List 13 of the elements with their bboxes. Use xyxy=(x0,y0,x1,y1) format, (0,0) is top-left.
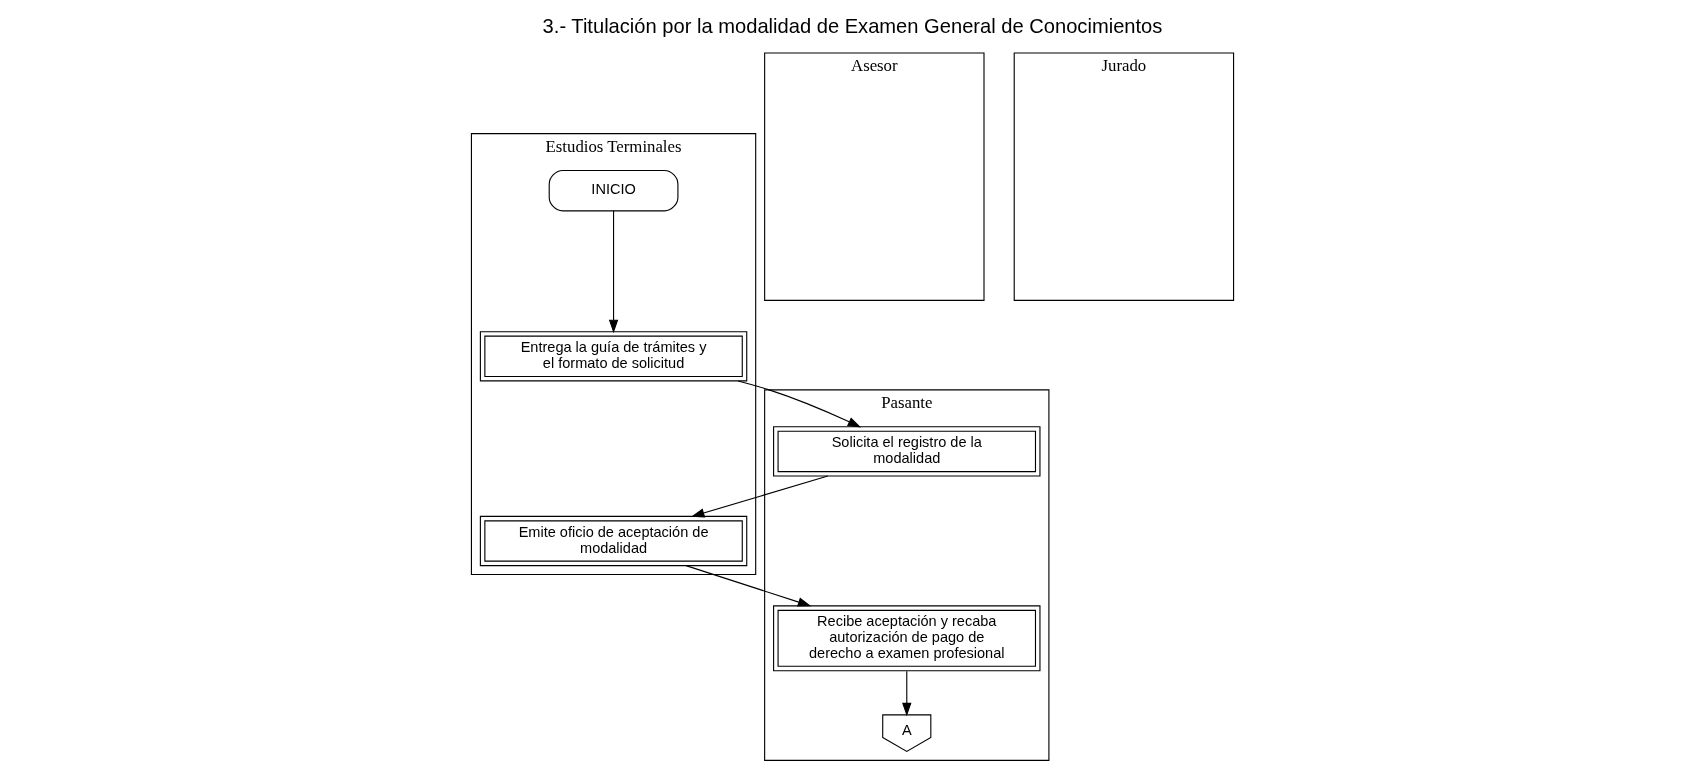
node-box: Recibe aceptación y recaba autorización de pago de derecho a examen profesional xyxy=(772,605,1040,672)
node-box: Emite oficio de aceptación de modalidad xyxy=(479,515,747,567)
arrow xyxy=(685,565,811,607)
diagram-title: 3.- Titulación por la modalidad de Examen General de Conocimientos xyxy=(542,15,1162,38)
arrow xyxy=(901,670,911,717)
arrow xyxy=(737,380,861,428)
node-box: Entrega la guía de trámites y el formato de solicitud xyxy=(479,331,747,382)
node-box: Solicita el registro de la modalidad xyxy=(772,426,1040,477)
arrow xyxy=(608,210,618,334)
node-box: INICIO xyxy=(548,169,678,212)
node-box: Jurado xyxy=(1013,52,1234,301)
node-box: Asesor xyxy=(763,52,985,301)
arrow xyxy=(690,475,828,518)
